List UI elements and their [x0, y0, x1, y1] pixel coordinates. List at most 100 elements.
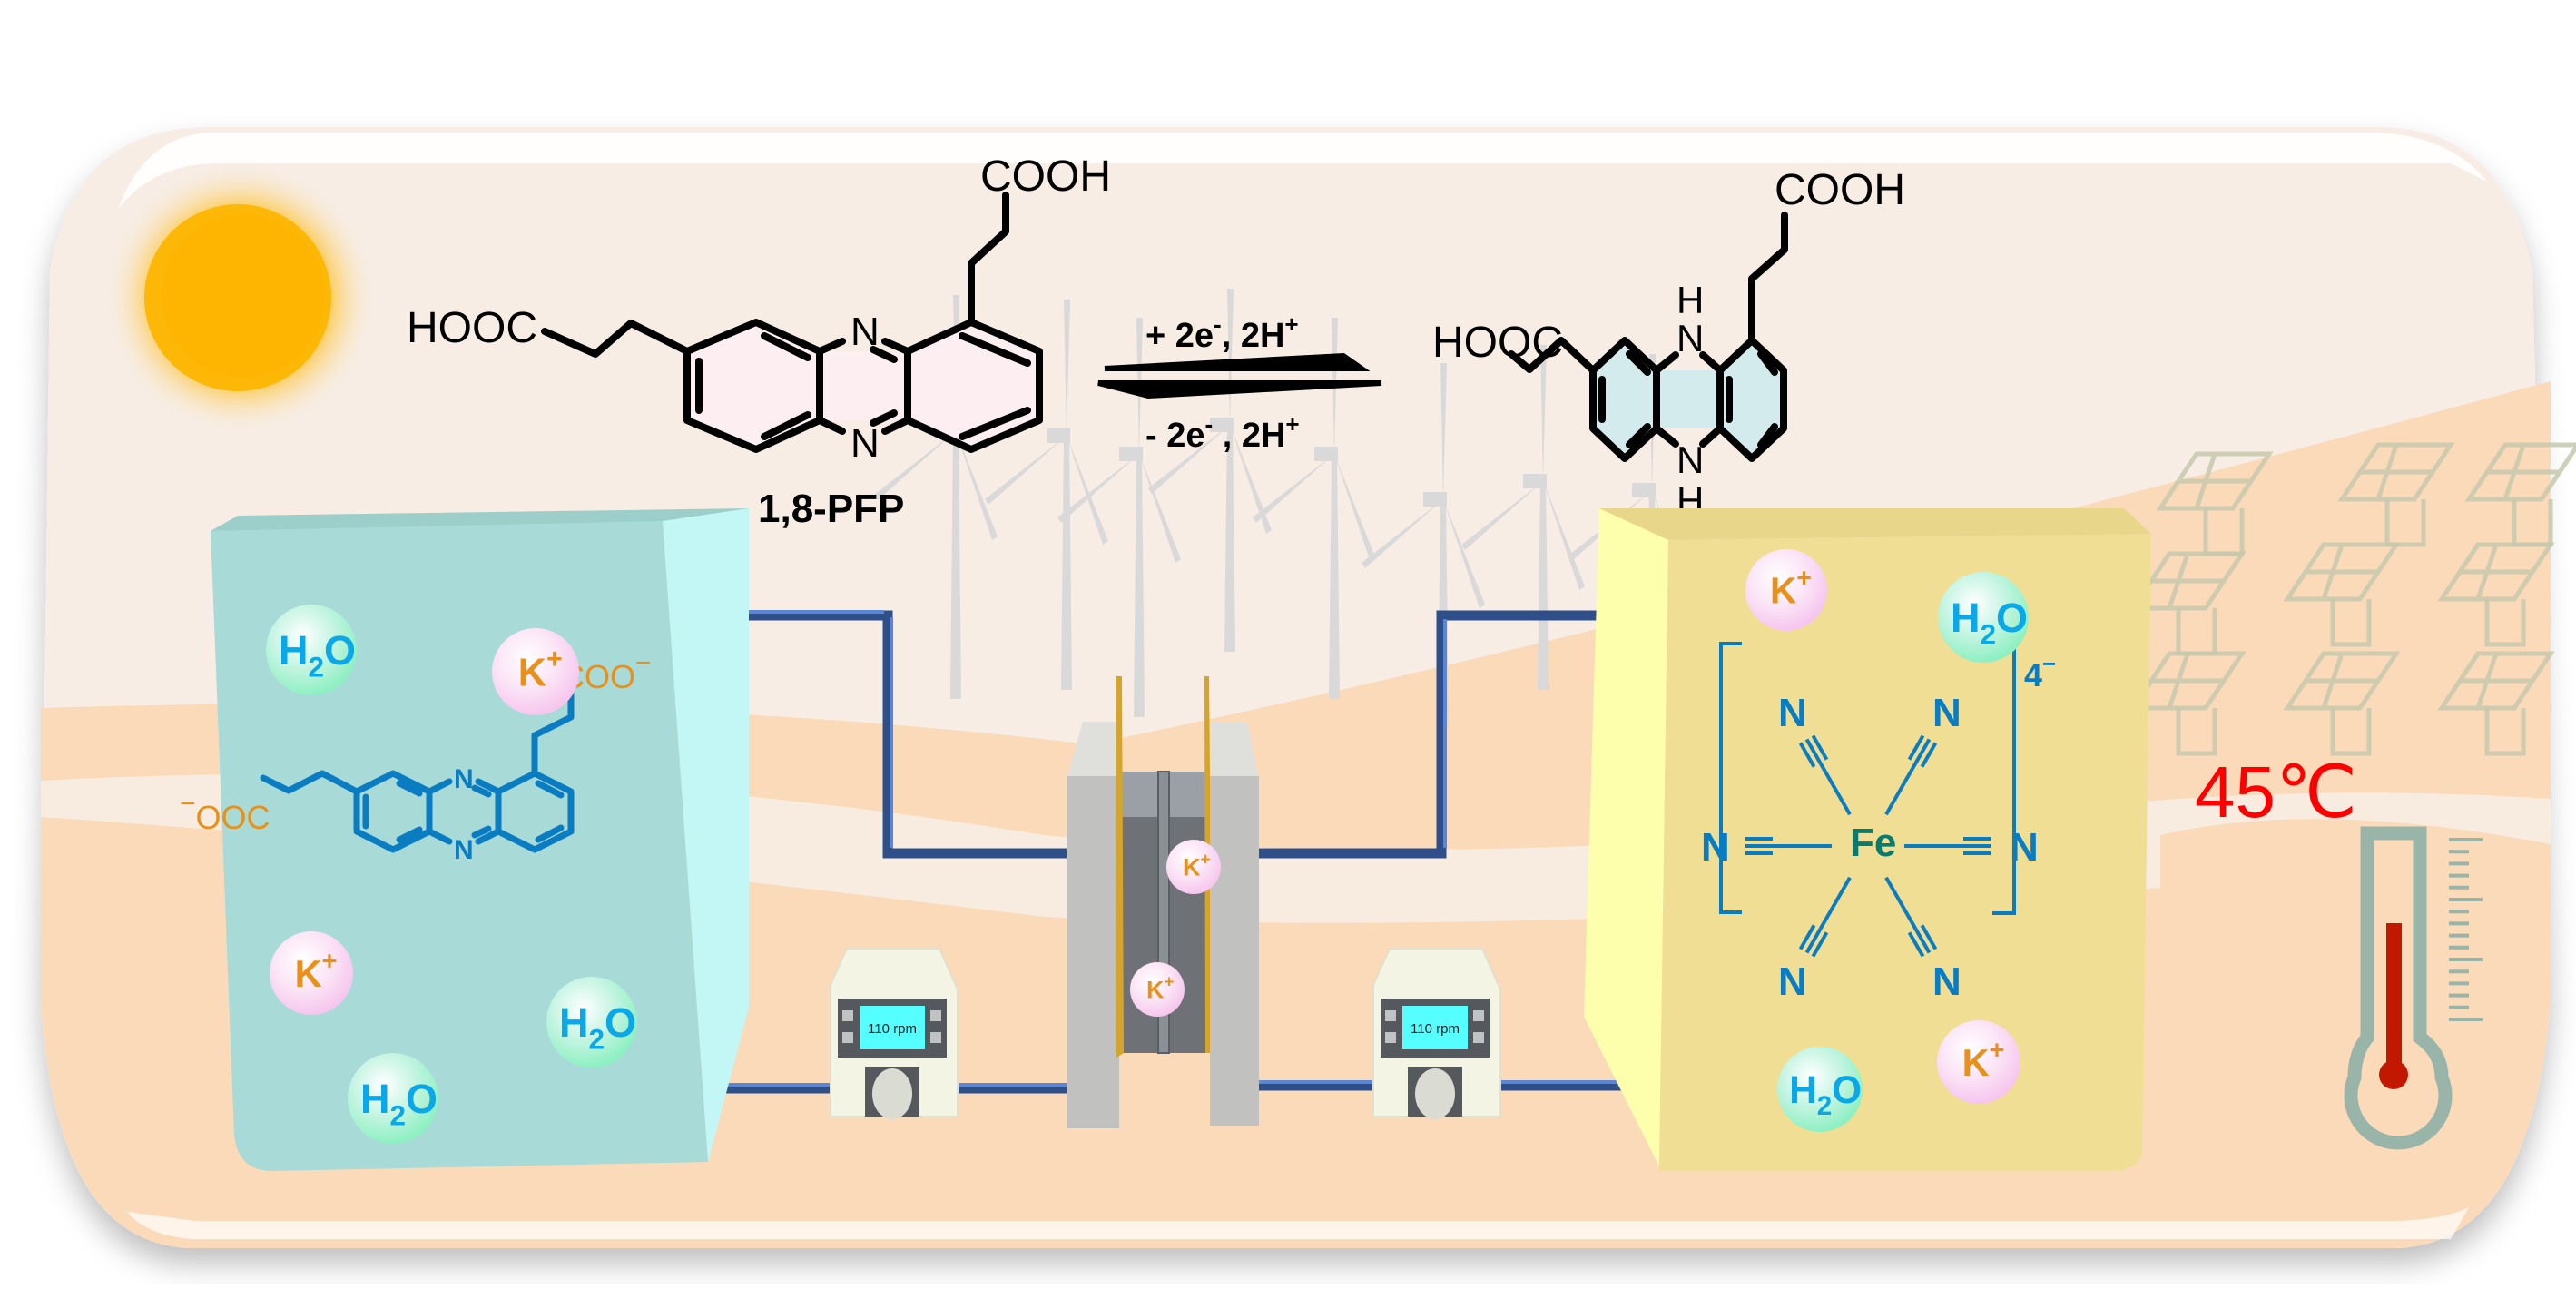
ligand-nitrogen-label: N: [1932, 691, 1961, 735]
solar-panel-icon: [2283, 651, 2401, 756]
water-molecule: H2O: [1938, 572, 2029, 663]
cell-right-endplate-top: [1210, 722, 1258, 776]
potassium-label: K+: [1146, 973, 1175, 1004]
product-top-group: COOH: [1775, 166, 1905, 214]
reactant-ring-n-bottom: N: [850, 421, 880, 466]
cell-left-endplate-top: [1067, 722, 1118, 776]
product-ring-n-bottom: N: [1676, 438, 1704, 481]
potassium-ion: K+: [270, 931, 353, 1015]
anolyte-tank-top: [211, 508, 749, 531]
cell-left-current-collector: [1116, 676, 1124, 1058]
peristaltic-pump: 110 rpm: [1372, 948, 1501, 1119]
cyanide-ligand: N: [1701, 825, 1832, 870]
ligand-nitrogen-label: N: [1932, 959, 1961, 1004]
water-molecule: H2O: [348, 1053, 438, 1144]
sand-dune-right: [2160, 819, 2551, 999]
cyanide-ligand: N: [1904, 825, 2039, 870]
solar-panel-array: [2129, 442, 2576, 756]
forward-arrow: [1104, 352, 1371, 371]
water-label: H2O: [1789, 1068, 1862, 1121]
pump-speed-readout: 110 rpm: [868, 1021, 917, 1037]
product-double-bonds: [1598, 350, 1778, 448]
pump-button: [930, 1032, 941, 1043]
ligand-nitrogen-label: N: [1778, 959, 1807, 1004]
temperature-indicator: 45℃: [2195, 752, 2483, 1150]
anolyte-left-carboxylate: −OOC: [180, 789, 270, 836]
pumps: 110 rpm 110 rpm: [830, 948, 1501, 1119]
cell-right-endplate: [1210, 776, 1259, 1126]
temperature-label: 45℃: [2195, 752, 2357, 832]
water-molecule: H2O: [1777, 1047, 1863, 1132]
wind-turbine-icon: [1253, 318, 1376, 699]
anolyte-molecule-double-bonds: [362, 780, 565, 843]
potassium-ion: K+: [1745, 549, 1827, 631]
anolyte-ring-n-top: N: [454, 764, 474, 794]
cyanide-ligand: N: [1884, 691, 1961, 816]
anolyte-outlet-pipe: [717, 610, 1067, 859]
wind-turbine-icon: [1057, 318, 1181, 717]
anolyte-species: H2O K+ K+ H2O H2O: [266, 605, 637, 1144]
cell-ions: K+K+: [1130, 840, 1221, 1017]
reactant-molecule: COOH HOOC N N 1,8-PFP: [407, 153, 1111, 531]
catholyte-outlet-pipe: [1257, 610, 1617, 859]
sun-icon: [104, 162, 377, 434]
reactant-double-bonds: [695, 332, 1031, 440]
water-label: H2O: [559, 999, 636, 1056]
potassium-ion: K+: [1130, 962, 1185, 1017]
catholyte-species: K+ H2O H2O K+: [1745, 549, 2029, 1132]
pump-button: [842, 1010, 853, 1021]
anolyte-molecule-bonds: [260, 688, 575, 853]
anolyte-ring-n-bottom: N: [454, 835, 474, 865]
pump-speed-readout: 110 rpm: [1411, 1021, 1460, 1037]
panel-top-highlight: [118, 133, 2487, 209]
pump-button: [842, 1032, 853, 1043]
anolyte-molecule: N N COO− −OOC: [180, 648, 652, 865]
water-label: H2O: [279, 627, 356, 684]
pump-button: [1473, 1010, 1484, 1021]
wind-turbine-icon: [1461, 345, 1585, 690]
pump-roller: [1415, 1068, 1455, 1119]
catholyte-tank-front: [1659, 534, 2151, 1171]
potassium-ion: K+: [492, 628, 579, 715]
solar-panel-icon: [2129, 651, 2247, 756]
solar-panel-icon: [2283, 542, 2401, 647]
anolyte-tank-side: [663, 508, 749, 1162]
reverse-arrow: [1097, 380, 1382, 399]
pump-button: [1385, 1032, 1396, 1043]
product-left-group: HOOC: [1432, 319, 1563, 367]
panel-bottom-highlight: [127, 1207, 2469, 1239]
potassium-label: K+: [295, 947, 338, 995]
catholyte-tank: [1584, 508, 2151, 1171]
forward-condition: + 2e-, 2H+: [1145, 310, 1299, 355]
cyanide-ligand: N: [1778, 876, 1852, 1004]
wind-turbine-icon: [1148, 289, 1272, 652]
reactant-left-group: HOOC: [407, 304, 537, 352]
pump-display: [860, 1006, 925, 1049]
water-molecule: H2O: [266, 605, 357, 695]
cyanide-ligands: N N N N N N: [1701, 691, 2039, 1004]
cyanide-ligand: N: [1778, 691, 1852, 816]
product-ring-h-top: H: [1676, 279, 1704, 321]
pump-roller: [872, 1068, 912, 1119]
cell-left-endplate: [1067, 776, 1119, 1128]
pump-display: [1402, 1006, 1468, 1049]
product-bonds: [1508, 212, 1788, 462]
peristaltic-pump: 110 rpm: [830, 948, 959, 1119]
cyanide-ligand: N: [1884, 876, 1961, 1004]
thermometer-icon: [2344, 826, 2483, 1150]
potassium-label: K+: [518, 644, 563, 694]
solar-panel-icon: [2437, 651, 2555, 756]
solar-panel-icon: [2337, 442, 2455, 547]
ligand-nitrogen-label: N: [1778, 691, 1807, 735]
complex-bracket-left: [1719, 642, 1742, 914]
solar-panel-icon: [2437, 542, 2555, 647]
ligand-nitrogen-label: N: [1701, 825, 1730, 870]
reaction-arrows: + 2e-, 2H+ - 2e- , 2H+: [1097, 310, 1382, 455]
ligand-nitrogen-label: N: [2010, 825, 2039, 870]
reactant-name-label: 1,8-PFP: [758, 487, 904, 531]
potassium-label: K+: [1962, 1036, 2005, 1084]
catholyte-tank-side: [1584, 508, 1668, 1166]
